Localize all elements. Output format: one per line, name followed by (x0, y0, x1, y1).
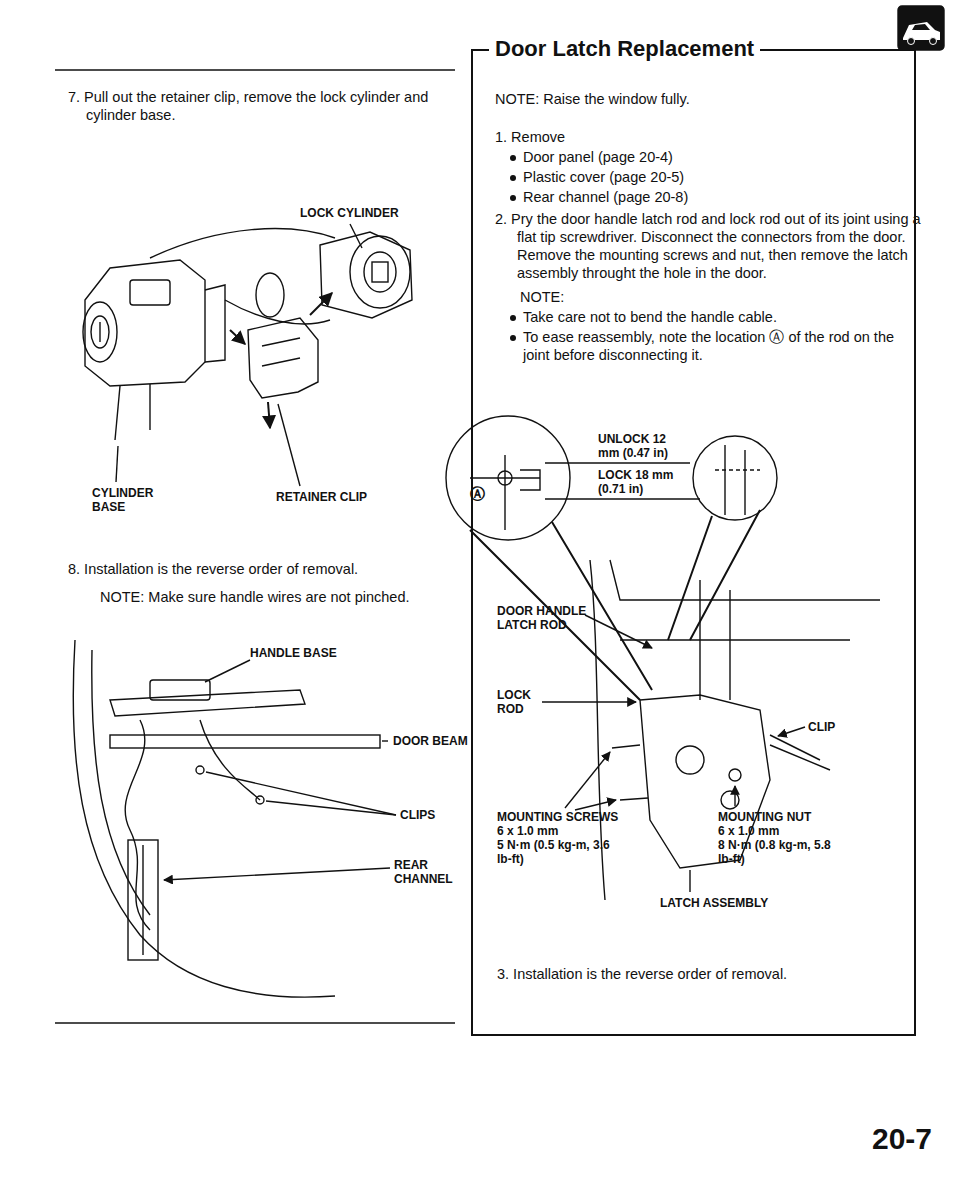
part-label: HANDLE BASE (250, 646, 337, 660)
part-label: CLIP (808, 720, 835, 734)
section-frame (472, 50, 915, 1035)
part-label: REAR CHANNEL (394, 858, 464, 886)
step-text: 7. Pull out the retainer clip, remove th… (68, 88, 476, 124)
note-text: NOTE: (520, 288, 564, 306)
leader-line (205, 660, 250, 682)
part-label: CYLINDER BASE (92, 486, 167, 514)
spec-label: 6 x 1.0 mm (718, 824, 779, 838)
leader-line (382, 740, 388, 741)
rule-line (55, 69, 455, 71)
step-text: 2. Pry the door handle latch rod and loc… (495, 210, 927, 282)
leader-line (689, 870, 690, 892)
reference-mark: Ⓐ (470, 486, 485, 502)
note-text: NOTE: Raise the window fully. (495, 90, 895, 108)
rule-line (55, 1022, 455, 1024)
leader-line (266, 801, 396, 815)
part-label: LOCK CYLINDER (300, 206, 399, 220)
bullet-text: To ease reassembly, note the location Ⓐ … (523, 328, 908, 364)
bullet-dot (510, 335, 516, 341)
bullet-text: Take care not to bend the handle cable. (523, 308, 908, 326)
part-label: DOOR HANDLE LATCH ROD (497, 604, 597, 632)
part-label: LOCK ROD (497, 688, 541, 716)
page-number: 20-7 (872, 1122, 932, 1156)
dimension-line (545, 498, 700, 499)
leader-line (278, 404, 300, 486)
bullet-dot (510, 155, 516, 161)
bullet-dot (510, 195, 516, 201)
step-text: 1. Remove (495, 128, 565, 146)
step-text: 8. Installation is the reverse order of … (68, 560, 476, 578)
spec-label: 6 x 1.0 mm (497, 824, 558, 838)
leader-line (206, 772, 396, 815)
leader-line (542, 701, 636, 702)
spec-label: 5 N·m (0.5 kg-m, 3.6 lb-ft) (497, 838, 622, 866)
lock-cylinder-figure (83, 224, 412, 486)
part-label: MOUNTING SCREWS (497, 810, 618, 824)
bullet-dot (510, 175, 516, 181)
bullet-text: Plastic cover (page 20-5) (523, 168, 903, 186)
leader-line (565, 752, 610, 808)
bullet-text: Rear channel (page 20-8) (523, 188, 903, 206)
part-label: CLIPS (400, 808, 435, 822)
part-label: MOUNTING NUT (718, 810, 811, 824)
dimension-label: LOCK 18 mm (0.71 in) (598, 468, 690, 496)
bullet-text: Door panel (page 20-4) (523, 148, 903, 166)
part-label: LATCH ASSEMBLY (660, 896, 768, 910)
part-label: RETAINER CLIP (276, 490, 367, 504)
note-text: NOTE: Make sure handle wires are not pin… (100, 588, 460, 606)
leader-line (164, 868, 390, 880)
step-text: 3. Installation is the reverse order of … (497, 965, 917, 983)
leader-line (116, 446, 118, 482)
part-label: DOOR BEAM (393, 734, 468, 748)
leader-line (734, 786, 735, 806)
leader-line (778, 727, 805, 736)
section-title: Door Latch Replacement (489, 36, 760, 62)
dimension-line (545, 462, 690, 463)
handle-base-figure (73, 640, 396, 997)
latch-figure (446, 416, 880, 900)
leader-line (575, 800, 616, 810)
dimension-label: UNLOCK 12 mm (0.47 in) (598, 432, 690, 460)
leader-line (585, 615, 652, 648)
leader-line (350, 224, 362, 248)
section-icon (898, 6, 944, 50)
spec-label: 8 N·m (0.8 kg-m, 5.8 lb-ft) (718, 838, 843, 866)
bullet-dot (510, 315, 516, 321)
